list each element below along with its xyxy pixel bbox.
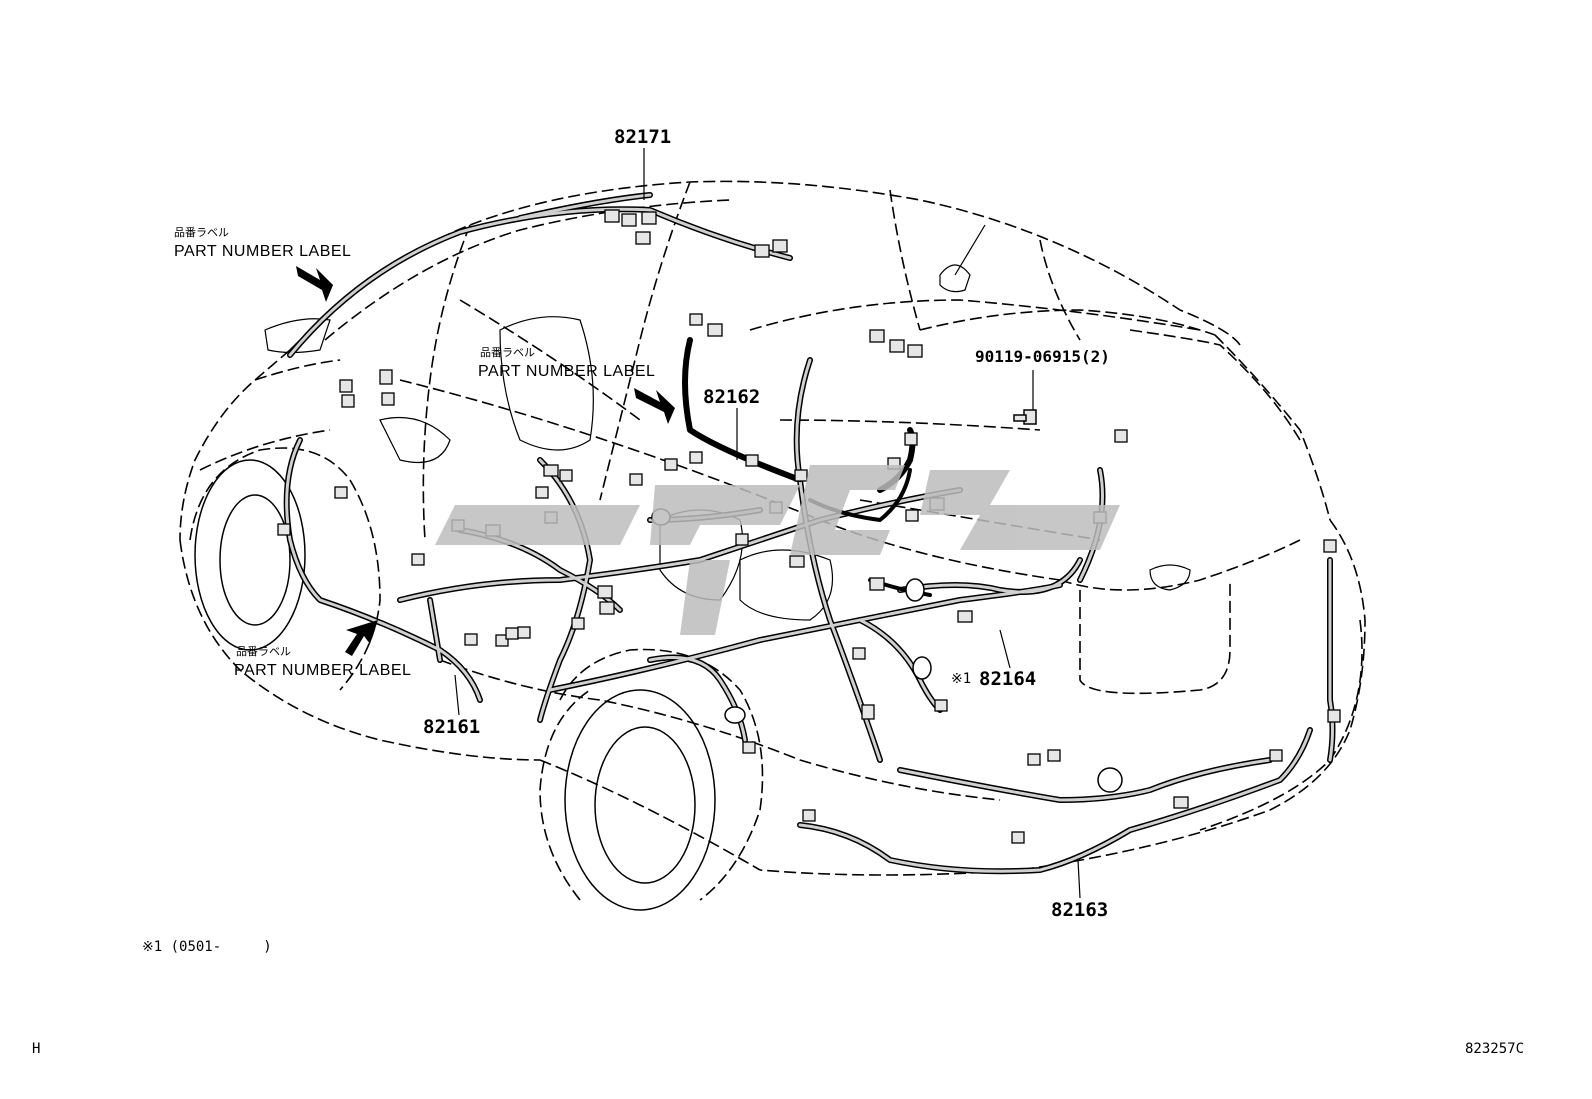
leader-lines: [454, 148, 1081, 899]
watermark-logo: [435, 465, 1120, 635]
part-label-arrows: [296, 266, 675, 656]
part-number-label-en-2: PART NUMBER LABEL: [478, 363, 656, 380]
front-wheel: [194, 459, 306, 651]
part-number-label-jp-2: 品番ラベル: [480, 346, 535, 359]
part-number-label-jp-1: 品番ラベル: [174, 226, 229, 239]
part-number-bolt: 90119-06915(2): [975, 347, 1110, 366]
bolt-icon: [1013, 409, 1037, 425]
part-number-82163: 82163: [1051, 899, 1109, 921]
part-number-label-en-1: PART NUMBER LABEL: [174, 243, 352, 260]
part-number-82161: 82161: [423, 716, 481, 738]
note-marker: ※1: [951, 671, 972, 687]
footnote: ※1 (0501- ): [142, 939, 272, 955]
part-number-label-en-3: PART NUMBER LABEL: [234, 662, 412, 679]
rear-wheel: [564, 689, 716, 911]
part-number-82171: 82171: [614, 126, 672, 148]
part-number-82162: 82162: [703, 386, 761, 408]
part-number-82164: 82164: [979, 668, 1037, 690]
part-number-label-jp-3: 品番ラベル: [236, 645, 291, 658]
illustration-code: 823257C: [1465, 1041, 1525, 1057]
interior-sketch: [264, 224, 1191, 621]
page-code: H: [32, 1041, 41, 1057]
